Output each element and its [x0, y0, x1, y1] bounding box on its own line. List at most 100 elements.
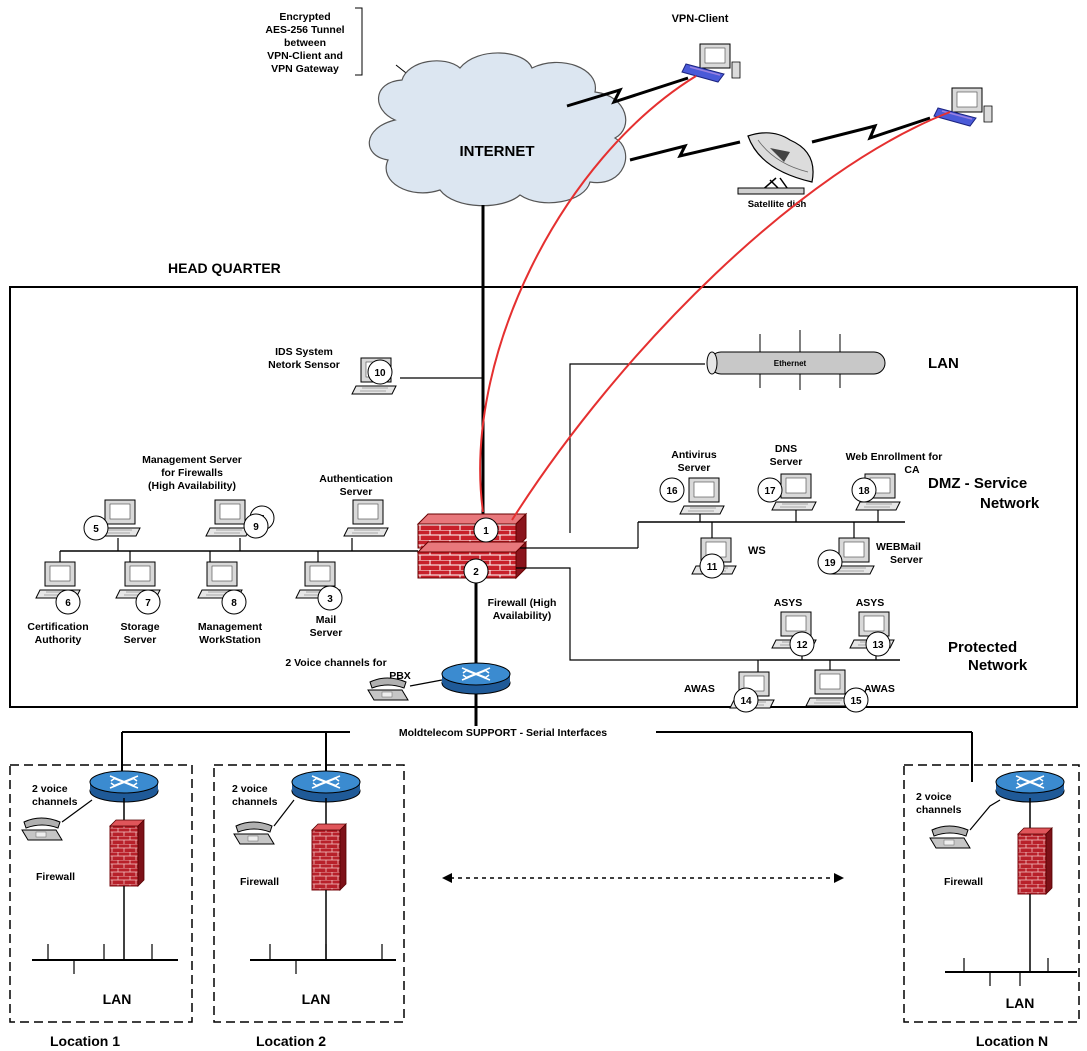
mgmt-server-label-line3: (High Availability) [148, 480, 236, 492]
web-enrollment-server: Web Enrollment for CA [846, 451, 942, 511]
storage-label-line2: Server [124, 634, 157, 646]
mgmt-workstation: Management WorkStation [197, 561, 263, 646]
webmail-label-line1: WEBMail [876, 541, 921, 553]
dns-server: DNS Server [770, 443, 817, 511]
asys-12: ASYS [771, 597, 817, 649]
server-4-pc-icon [343, 499, 389, 537]
tunnel-note-line5: VPN Gateway [271, 63, 339, 75]
vpn-client-label: VPN-Client [672, 13, 729, 25]
loc2-phone-icon [233, 821, 275, 845]
hq-voice-label-line1: 2 Voice channels for [285, 657, 386, 669]
vpn-client-pc-icon [681, 43, 741, 83]
hq-phone-icon [367, 677, 409, 701]
vpn-client: VPN-Client [672, 13, 741, 83]
awas-14-label: AWAS [684, 683, 715, 695]
lan-label: LAN [928, 355, 959, 372]
ids-sensor: IDS System Netork Sensor [268, 346, 483, 395]
satellite-dish-icon: Satellite dish [737, 132, 814, 210]
hq-boundary [9, 286, 1078, 708]
node-badge-label-1: 1 [483, 526, 489, 537]
mail-label-line1: Mail [316, 614, 337, 626]
storage-server: Storage Server [115, 561, 161, 646]
node-badge-label-16: 16 [666, 486, 678, 497]
node-badge-label-17: 17 [764, 486, 776, 497]
node-badge-label-13: 13 [872, 640, 884, 651]
internet-cloud: INTERNET [368, 52, 627, 207]
node-badge-label-11: 11 [707, 562, 718, 573]
cert-authority-label-line2: Authority [35, 634, 82, 646]
loc2-firewall-label: Firewall [240, 876, 279, 888]
loc2-voice-line2: channels [232, 796, 278, 808]
ids-label-line1: IDS System [275, 346, 333, 358]
node-badge-7 [135, 589, 161, 615]
awas-14: AWAS [684, 671, 775, 709]
awas-15-label: AWAS [864, 683, 895, 695]
dmz-title: DMZ - Service Network [928, 475, 1040, 512]
tunnel-note-line1: Encrypted [279, 11, 330, 23]
wan-label: Moldtelecom SUPPORT - Serial Interfaces [399, 727, 607, 739]
satellite-label: Satellite dish [748, 199, 807, 210]
firewall-label-line2: Availability) [493, 610, 552, 622]
node-badge-label-14: 14 [740, 696, 752, 707]
mgmt-ws-label-line2: WorkStation [199, 634, 261, 646]
dns-label-line1: DNS [775, 443, 797, 455]
node-badge-1 [473, 517, 499, 543]
node-badge-label-19: 19 [824, 558, 836, 569]
loc2-title: Location 2 [256, 1033, 326, 1049]
mgmt-server-group: Management Server for Firewalls (High Av… [95, 454, 251, 537]
auth-server: Authentication Server [319, 473, 393, 537]
firewall-label-line1: Firewall (High [488, 597, 557, 609]
node-badge-label-3: 3 [327, 594, 333, 605]
node-badge-16 [659, 477, 685, 503]
locn-voice-line1: 2 voice [916, 791, 952, 803]
tunnel-note-line4: VPN-Client and [267, 50, 343, 62]
antivirus-label-line1: Antivirus [671, 449, 717, 461]
webmail-label-line2: Server [890, 554, 923, 566]
asys-12-label: ASYS [774, 597, 803, 609]
node-badge-8 [221, 589, 247, 615]
protected-title: Protected Network [948, 639, 1028, 674]
node-badge-6 [55, 589, 81, 615]
ws-label: WS [748, 545, 766, 557]
tunnel-note: Encrypted AES-256 Tunnel between VPN-Cli… [265, 7, 431, 93]
mgmt-server-label-line2: for Firewalls [161, 467, 223, 479]
awas-15: AWAS [805, 669, 895, 707]
ids-label-line2: Netork Sensor [268, 359, 340, 371]
loc1-voice-line2: channels [32, 796, 78, 808]
internet-label: INTERNET [460, 143, 535, 160]
dns-label-line2: Server [770, 456, 803, 468]
node-badge-14 [733, 687, 759, 713]
vpn-tunnel-client [479, 75, 697, 513]
satellite-client-pc-icon [933, 87, 993, 127]
locn-firewall-label: Firewall [944, 876, 983, 888]
node-badge-3 [317, 585, 343, 611]
node-badge-label-12: 12 [796, 640, 808, 651]
node-badge-label-7: 7 [145, 598, 151, 609]
mgmt-server-label-line1: Management Server [142, 454, 242, 466]
node-badge-label-9: 9 [253, 522, 259, 533]
node-badge-13 [865, 631, 891, 657]
node-badge-label-5: 5 [93, 524, 99, 535]
dmz-label-line2: Network [980, 495, 1040, 512]
node-badges: 12345678910111213141516171819 [55, 359, 891, 713]
locn-lan-label: LAN [1006, 995, 1035, 1011]
locn-router-icon [994, 769, 1066, 804]
loc2-lan-label: LAN [302, 991, 331, 1007]
location-2: 2 voice channels Firewall LAN Location 2 [213, 764, 405, 1049]
dmz-label-line1: DMZ - Service [928, 475, 1027, 492]
cert-authority: Certification Authority [27, 561, 89, 646]
hq-lan: Ethernet LAN [569, 330, 959, 533]
hq-router-icon [440, 661, 512, 696]
wireless-link-vpn [566, 76, 689, 108]
antivirus-label-line2: Server [678, 462, 711, 474]
locn-title: Location N [976, 1033, 1048, 1049]
storage-label-line1: Storage [120, 621, 159, 633]
wireless-link-satellite-client [811, 116, 931, 144]
vpn-tunnel-satellite [511, 111, 951, 521]
node-badge-label-15: 15 [850, 696, 862, 707]
auth-server-label-line1: Authentication [319, 473, 393, 485]
node-badge-19 [817, 549, 843, 575]
loc1-phone-icon [21, 817, 63, 841]
node-badge-17 [757, 477, 783, 503]
